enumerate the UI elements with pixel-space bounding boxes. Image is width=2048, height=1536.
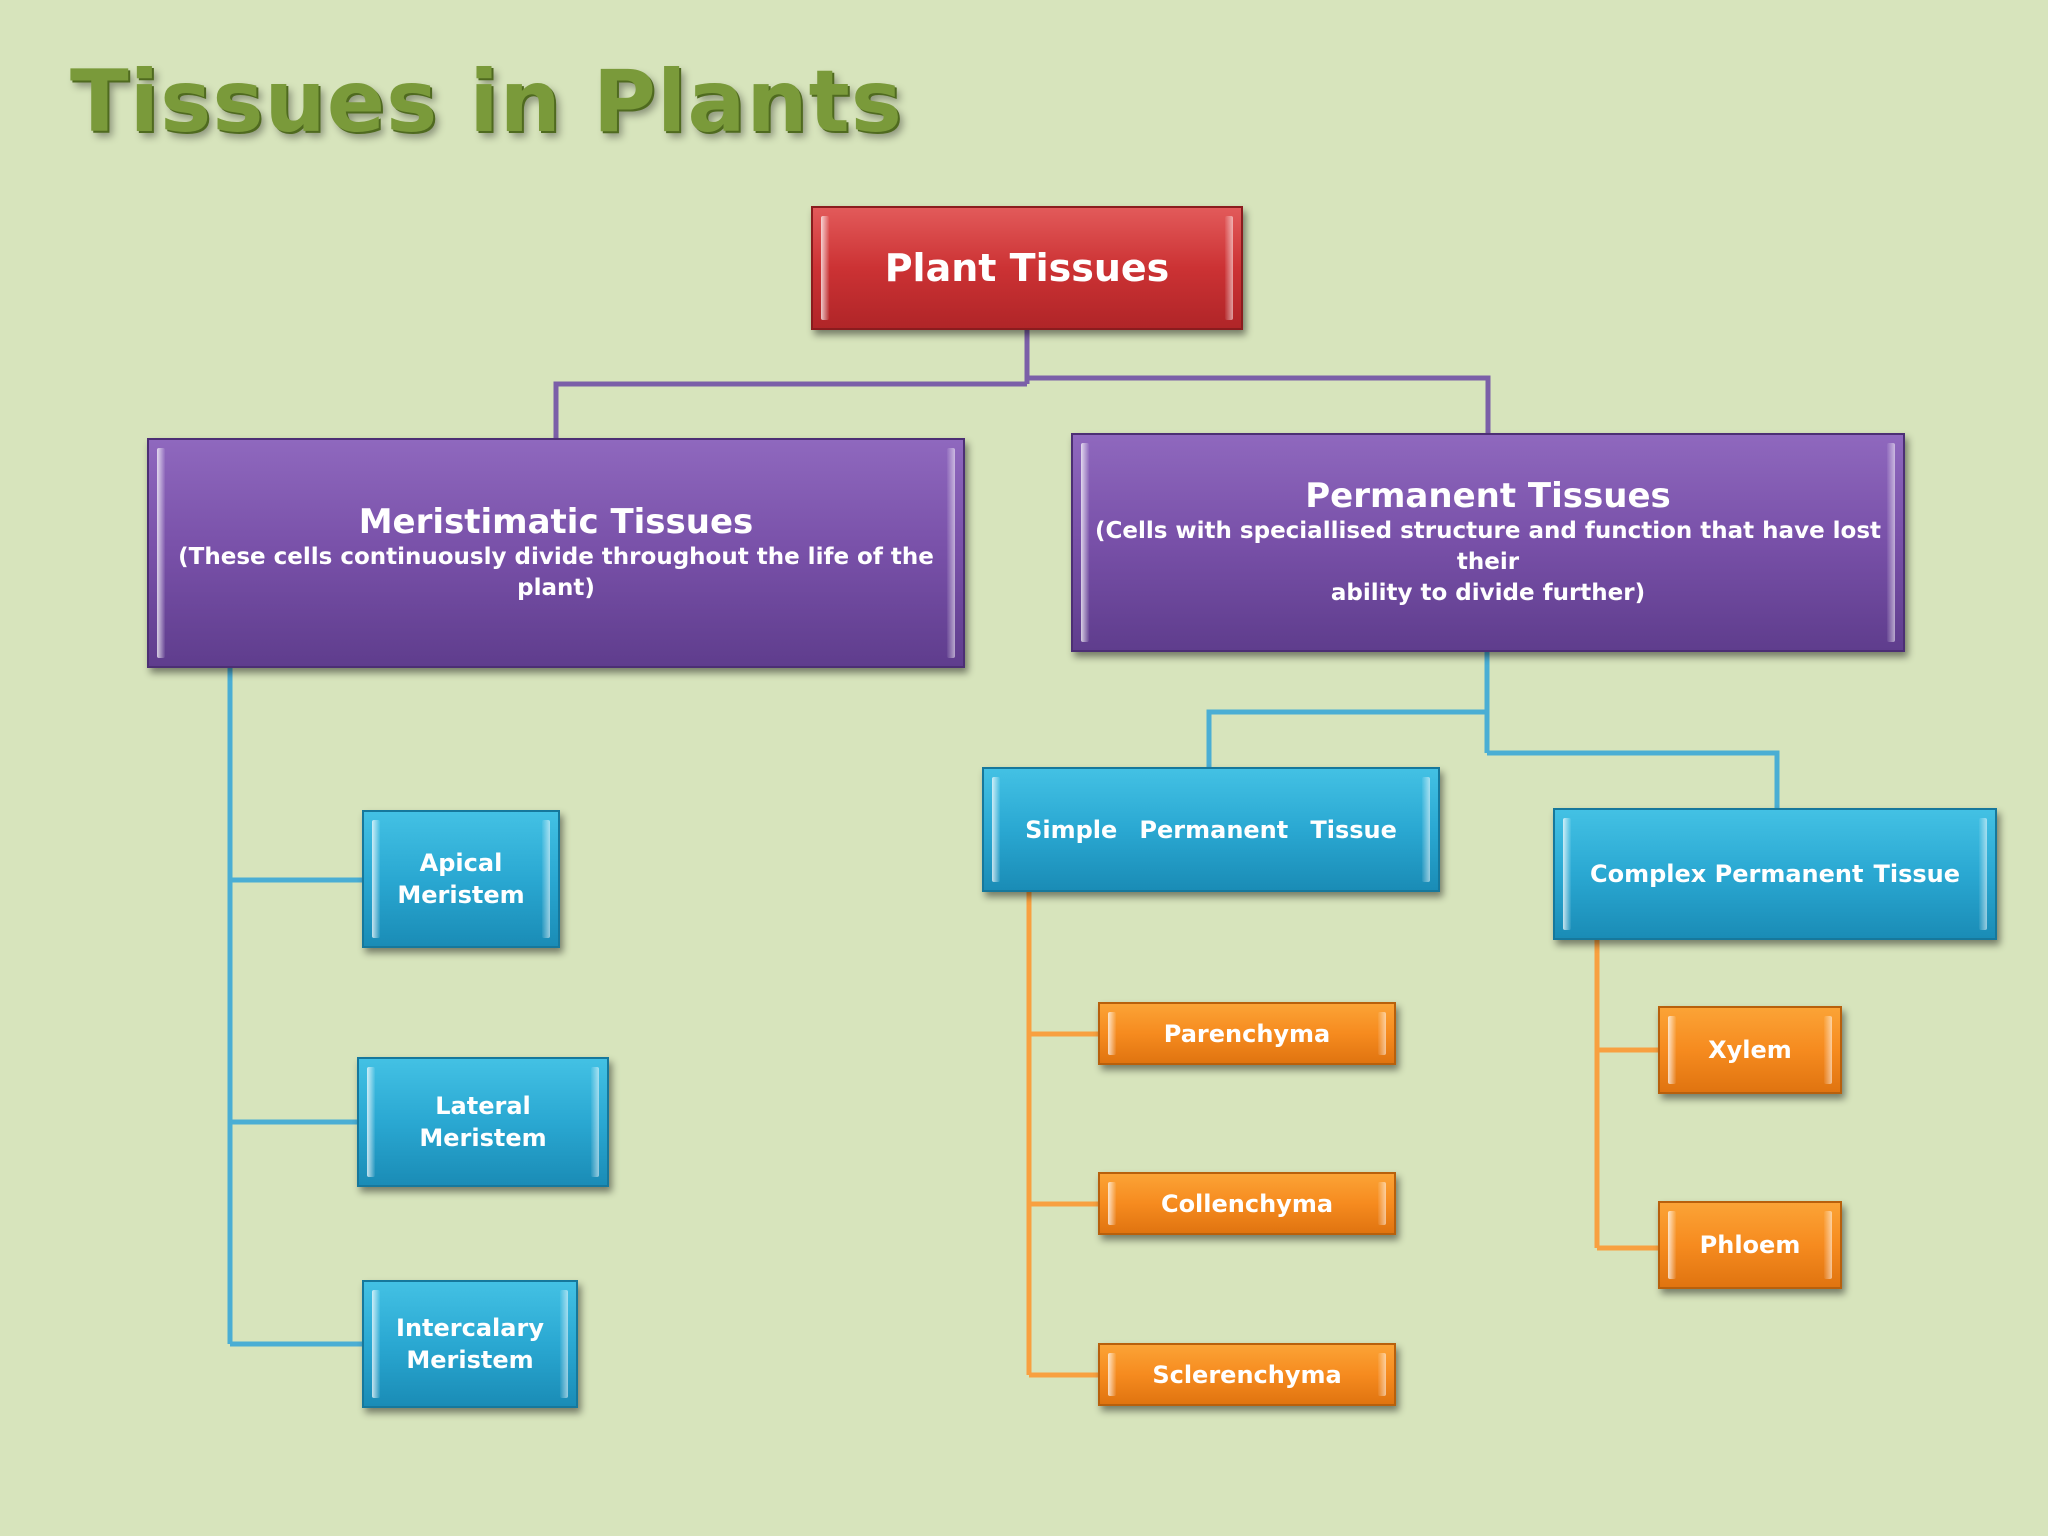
complex-permanent-word-1: Complex Permanent <box>1590 860 1864 888</box>
permanent-connectors <box>1206 652 1780 808</box>
simple-permanent-word-3: Tissue <box>1310 815 1397 844</box>
permanent-tissues-description-line-2: ability to divide further) <box>1330 580 1646 606</box>
slide-title: Tissues in Plants <box>70 52 903 152</box>
parenchyma-label: Parenchyma <box>1163 1019 1331 1048</box>
complex-permanent-tissue-box: Complex Permanent Tissue <box>1553 808 1997 940</box>
complex-permanent-tissue-label: Complex Permanent Tissue <box>1555 858 1995 890</box>
permanent-tissues-box: Permanent Tissues (Cells with speciallis… <box>1071 433 1905 652</box>
sclerenchyma-label: Sclerenchyma <box>1152 1360 1342 1389</box>
simple-permanent-tissue-box: Simple Permanent Tissue <box>982 767 1440 892</box>
apical-meristem-box: Apical Meristem <box>362 810 560 948</box>
plant-tissues-label: Plant Tissues <box>884 246 1170 290</box>
connector-to-meristematic <box>553 381 1027 438</box>
collenchyma-label: Collenchyma <box>1160 1189 1334 1218</box>
connector-to-simple <box>1206 709 1487 767</box>
meristematic-tissues-box: Meristimatic Tissues (These cells contin… <box>147 438 965 668</box>
permanent-tissues-description-line-1: (Cells with speciallised structure and f… <box>1094 518 1882 575</box>
parenchyma-box: Parenchyma <box>1098 1002 1396 1065</box>
lateral-meristem-label: Lateral Meristem <box>419 1092 547 1152</box>
sclerenchyma-box: Sclerenchyma <box>1098 1343 1396 1406</box>
intercalary-meristem-label-line-1: Intercalary <box>396 1314 544 1342</box>
phloem-label: Phloem <box>1699 1231 1801 1259</box>
simple-connectors <box>1026 892 1098 1378</box>
xylem-box: Xylem <box>1658 1006 1842 1094</box>
xylem-label: Xylem <box>1708 1036 1792 1064</box>
complex-permanent-word-2: Tissue <box>1873 860 1960 888</box>
simple-permanent-word-1: Simple <box>1025 815 1118 844</box>
meristematic-tissues-label: Meristimatic Tissues <box>358 502 754 542</box>
intercalary-meristem-label-line-2: Meristem <box>406 1346 534 1374</box>
root-connectors <box>553 330 1491 438</box>
apical-meristem-label: Apical Meristem <box>397 849 525 909</box>
complex-connectors <box>1594 940 1658 1251</box>
collenchyma-box: Collenchyma <box>1098 1172 1396 1235</box>
connector-to-permanent <box>1027 375 1491 433</box>
permanent-tissues-label: Permanent Tissues <box>1305 476 1671 516</box>
plant-tissues-box: Plant Tissues <box>811 206 1243 330</box>
simple-permanent-tissue-label: Simple Permanent Tissue <box>984 814 1438 846</box>
connector-to-complex <box>1487 750 1780 808</box>
phloem-box: Phloem <box>1658 1201 1842 1289</box>
intercalary-meristem-box: Intercalary Meristem <box>362 1280 578 1408</box>
meristematic-tissues-description: (These cells continuously divide through… <box>178 544 934 601</box>
simple-permanent-word-2: Permanent <box>1139 815 1289 844</box>
lateral-meristem-box: Lateral Meristem <box>357 1057 609 1187</box>
meristematic-connectors <box>227 668 362 1347</box>
